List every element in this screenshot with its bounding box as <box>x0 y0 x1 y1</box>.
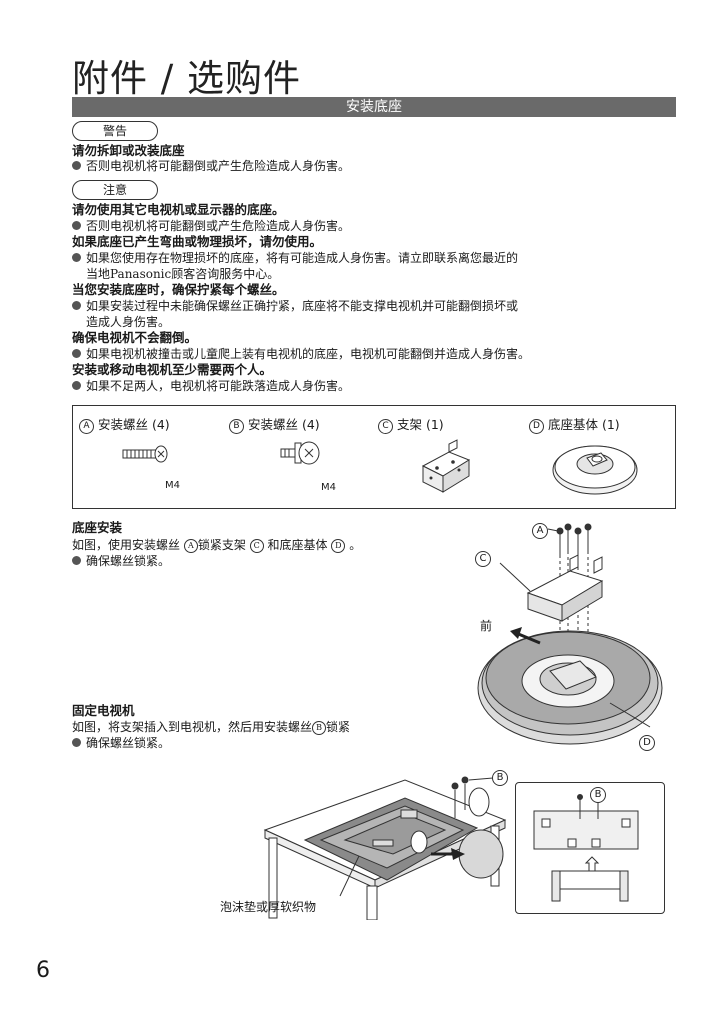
part-c-text: 支架 (1) <box>397 417 444 432</box>
front-label: 前 <box>480 619 493 633</box>
caution-text: 如果底座已产生弯曲或物理损坏，请勿使用。 <box>72 234 323 249</box>
fix-tv-bullet-text: 确保螺丝锁紧。 <box>86 736 171 750</box>
bracket-icon <box>421 439 471 493</box>
part-d-label: D 底座基体 (1) <box>529 414 620 434</box>
caution-label: 注意 <box>72 180 158 200</box>
caution-text: 如果电视机被撞击或儿童爬上装有电视机的底座，电视机可能翻倒并造成人身伤害。 <box>86 347 531 361</box>
caution-heading: 安装或移动电视机至少需要两个人。 <box>72 362 272 378</box>
caution-text: 如果您使用存在物理损坏的底座，将有可能造成人身伤害。请立即联系离您最近的 <box>86 251 519 265</box>
callout-d-inline: D <box>331 539 346 553</box>
tv-on-table-diagram <box>263 776 507 920</box>
bullet-icon <box>72 556 81 565</box>
screw-a-icon <box>122 445 168 463</box>
instruction-part-4: 。 <box>349 538 362 552</box>
part-c-letter: C <box>378 419 393 434</box>
section-title: 安装底座 <box>72 97 676 117</box>
fix-tv-bullet: 确保螺丝锁紧。 <box>72 735 170 751</box>
page-number: 6 <box>36 958 50 983</box>
caution-text: 造成人身伤害。 <box>86 315 171 329</box>
part-c-label: C 支架 (1) <box>378 414 444 434</box>
caution-text: 如果不足两人，电视机将可能跌落造成人身伤害。 <box>86 379 351 393</box>
screw-a-size: M4 <box>165 480 180 491</box>
stand-assembly-heading: 底座安装 <box>72 520 123 535</box>
instruction-part-2: 锁紧支架 <box>197 538 246 552</box>
part-b-letter: B <box>229 419 244 434</box>
caution-cont: 造成人身伤害。 <box>86 314 170 330</box>
caution-bullet: 如果安装过程中未能确保螺丝正确拧紧，底座将不能支撑电视机并可能翻倒损坏或 <box>72 298 518 314</box>
bullet-icon <box>72 381 81 390</box>
fix-tv-heading: 固定电视机 <box>72 703 135 718</box>
bullet-icon <box>72 253 81 262</box>
callout-b-inline: B <box>312 721 327 735</box>
caution-bullet: 否则电视机将可能翻倒或产生危险造成人身伤害。 <box>72 218 350 234</box>
fix-tv-part-1: 如图，将支架插入到电视机，然后用安装螺丝 <box>72 720 313 734</box>
caution-text: 如果安装过程中未能确保螺丝正确拧紧，底座将不能支撑电视机并可能翻倒损坏或 <box>86 299 519 313</box>
stand-assembly-diagram <box>477 523 663 745</box>
detail-inset-drawing <box>533 794 639 902</box>
callout-b-inset: B <box>590 787 606 803</box>
stand-assembly-bullet: 确保螺丝锁紧。 <box>72 553 170 569</box>
caution-bullet: 如果电视机被撞击或儿童爬上装有电视机的底座，电视机可能翻倒并造成人身伤害。 <box>72 346 530 362</box>
warning-bullet: 否则电视机将可能翻倒或产生危险造成人身伤害。 <box>72 158 350 174</box>
caution-cont: 当地Panasonic顾客咨询服务中心。 <box>86 266 279 282</box>
bullet-icon <box>72 221 81 230</box>
bullet-icon <box>72 301 81 310</box>
caution-heading: 当您安装底座时，确保拧紧每个螺丝。 <box>72 282 285 298</box>
callout-c-inline: C <box>249 539 264 553</box>
fix-tv-part-2: 锁紧 <box>326 720 351 734</box>
callout-d: D <box>639 735 655 751</box>
caution-bullet: 如果您使用存在物理损坏的底座，将有可能造成人身伤害。请立即联系离您最近的 <box>72 250 518 266</box>
part-b-label: B 安装螺丝 (4) <box>229 414 320 434</box>
bullet-icon <box>72 738 81 747</box>
caution-heading: 如果底座已产生弯曲或物理损坏，请勿使用。 <box>72 234 322 250</box>
caution-text: 当地Panasonic顾客咨询服务中心。 <box>86 267 280 281</box>
caution-text: 安装或移动电视机至少需要两个人。 <box>72 362 273 377</box>
bullet-icon <box>72 161 81 170</box>
instruction-part-1: 如图，使用安装螺丝 <box>72 538 181 552</box>
page-title: 附件 / 选购件 <box>72 57 301 100</box>
bullet-icon <box>72 349 81 358</box>
stand-base-icon <box>552 445 638 495</box>
part-d-text: 底座基体 (1) <box>548 417 620 432</box>
screw-b-size: M4 <box>321 482 336 493</box>
part-a-letter: A <box>79 419 94 434</box>
callout-a-inline: A <box>183 539 198 553</box>
callout-c: C <box>475 551 491 567</box>
callout-b: B <box>492 770 508 786</box>
screw-b-icon <box>280 441 320 465</box>
callout-a: A <box>532 523 548 539</box>
part-a-text: 安装螺丝 (4) <box>98 417 170 432</box>
caution-heading: 确保电视机不会翻倒。 <box>72 330 197 346</box>
cushion-label: 泡沫垫或厚软织物 <box>220 900 317 914</box>
part-d-letter: D <box>529 419 544 434</box>
detail-inset: B <box>515 782 665 914</box>
caution-text: 否则电视机将可能翻倒或产生危险造成人身伤害。 <box>86 219 351 233</box>
warning-label: 警告 <box>72 121 158 141</box>
warning-heading: 请勿拆卸或改装底座 <box>72 143 185 158</box>
warning-bullet-text: 否则电视机将可能翻倒或产生危险造成人身伤害。 <box>86 159 351 173</box>
part-b-text: 安装螺丝 (4) <box>248 417 320 432</box>
caution-text: 确保电视机不会翻倒。 <box>72 330 198 345</box>
caution-text: 当您安装底座时，确保拧紧每个螺丝。 <box>72 282 285 297</box>
caution-text: 请勿使用其它电视机或显示器的底座。 <box>72 202 285 217</box>
stand-assembly-bullet-text: 确保螺丝锁紧。 <box>86 554 171 568</box>
caution-bullet: 如果不足两人，电视机将可能跌落造成人身伤害。 <box>72 378 350 394</box>
parts-box: A 安装螺丝 (4) B 安装螺丝 (4) C 支架 (1) D 底座基体 (1) M4… <box>72 405 676 509</box>
instruction-part-3: 和底座基体 <box>267 538 328 552</box>
part-a-label: A 安装螺丝 (4) <box>79 414 170 434</box>
caution-heading: 请勿使用其它电视机或显示器的底座。 <box>72 202 285 218</box>
